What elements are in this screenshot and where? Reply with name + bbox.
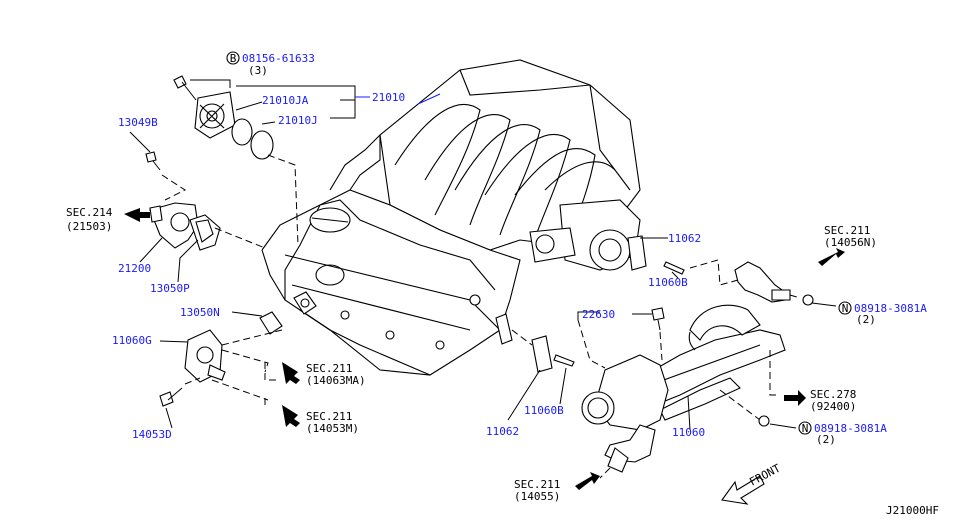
sec214-sub: (21503) [66, 220, 112, 233]
part-11060B-top: 11060B [648, 276, 688, 289]
part-13049B: 13049B [118, 116, 158, 129]
sec211-c-sub: (14056N) [824, 236, 877, 249]
nut-bottom-qty: (2) [816, 433, 836, 446]
sec211-c-title: SEC.211 [824, 224, 870, 237]
sec278-sub: (92400) [810, 400, 856, 413]
part-11062-bottom: 11062 [486, 425, 519, 438]
water-pump-group [173, 75, 441, 246]
part-21010: 21010 [372, 91, 405, 104]
part-21010J: 21010J [278, 114, 318, 127]
part-21200: 21200 [118, 262, 151, 275]
bolt-reference: B 08156-61633 (3) [226, 51, 315, 77]
sec211-a-label: SEC.211 (14063MA) [306, 362, 366, 387]
bolt-part-number: 08156-61633 [242, 52, 315, 65]
front-arrow [721, 475, 765, 505]
sec211-d-title: SEC.211 [514, 478, 560, 491]
nut-bottom-part-number: 08918-3081A [814, 422, 887, 435]
part-22630: 22630 [582, 308, 615, 321]
sec278-title: SEC.278 [810, 388, 856, 401]
bolt-symbol: B [230, 52, 237, 65]
part-13050N: 13050N [180, 306, 220, 319]
part-11062-top: 11062 [668, 232, 701, 245]
bolt-qty: (3) [248, 64, 268, 77]
sec214-title: SEC.214 [66, 206, 113, 219]
sec211-c-label: SEC.211 (14056N) [824, 224, 877, 249]
sec278-label: SEC.278 (92400) [810, 388, 856, 413]
part-21010JA: 21010JA [262, 94, 309, 107]
nut-top-qty: (2) [856, 313, 876, 326]
sec211-b-title: SEC.211 [306, 410, 352, 423]
part-11060B-bottom: 11060B [524, 404, 564, 417]
sec214-label: SEC.214 (21503) [66, 206, 113, 233]
engine-illustration [261, 59, 641, 376]
water-pipe-assembly [495, 235, 845, 490]
diagram-code: J21000HF [886, 504, 939, 517]
sec211-a-sub: (14063MA) [306, 374, 366, 387]
part-11060G: 11060G [112, 334, 152, 347]
nut-reference-top: N 08918-3081A (2) [838, 301, 927, 326]
part-14053D: 14053D [132, 428, 172, 441]
sec211-d-label: SEC.211 (14055) [514, 478, 560, 503]
sec211-b-label: SEC.211 (14053M) [306, 410, 359, 435]
sec211-d-sub: (14055) [514, 490, 560, 503]
sec211-b-sub: (14053M) [306, 422, 359, 435]
nut-top-part-number: 08918-3081A [854, 302, 927, 315]
left-parts-group [124, 131, 317, 429]
front-label: FRONT [747, 461, 783, 488]
nut-top-symbol: N [842, 302, 849, 315]
nut-bottom-symbol: N [802, 422, 809, 435]
nut-reference-bottom: N 08918-3081A (2) [798, 421, 887, 446]
part-11060: 11060 [672, 426, 705, 439]
sec211-a-title: SEC.211 [306, 362, 352, 375]
part-13050P: 13050P [150, 282, 190, 295]
